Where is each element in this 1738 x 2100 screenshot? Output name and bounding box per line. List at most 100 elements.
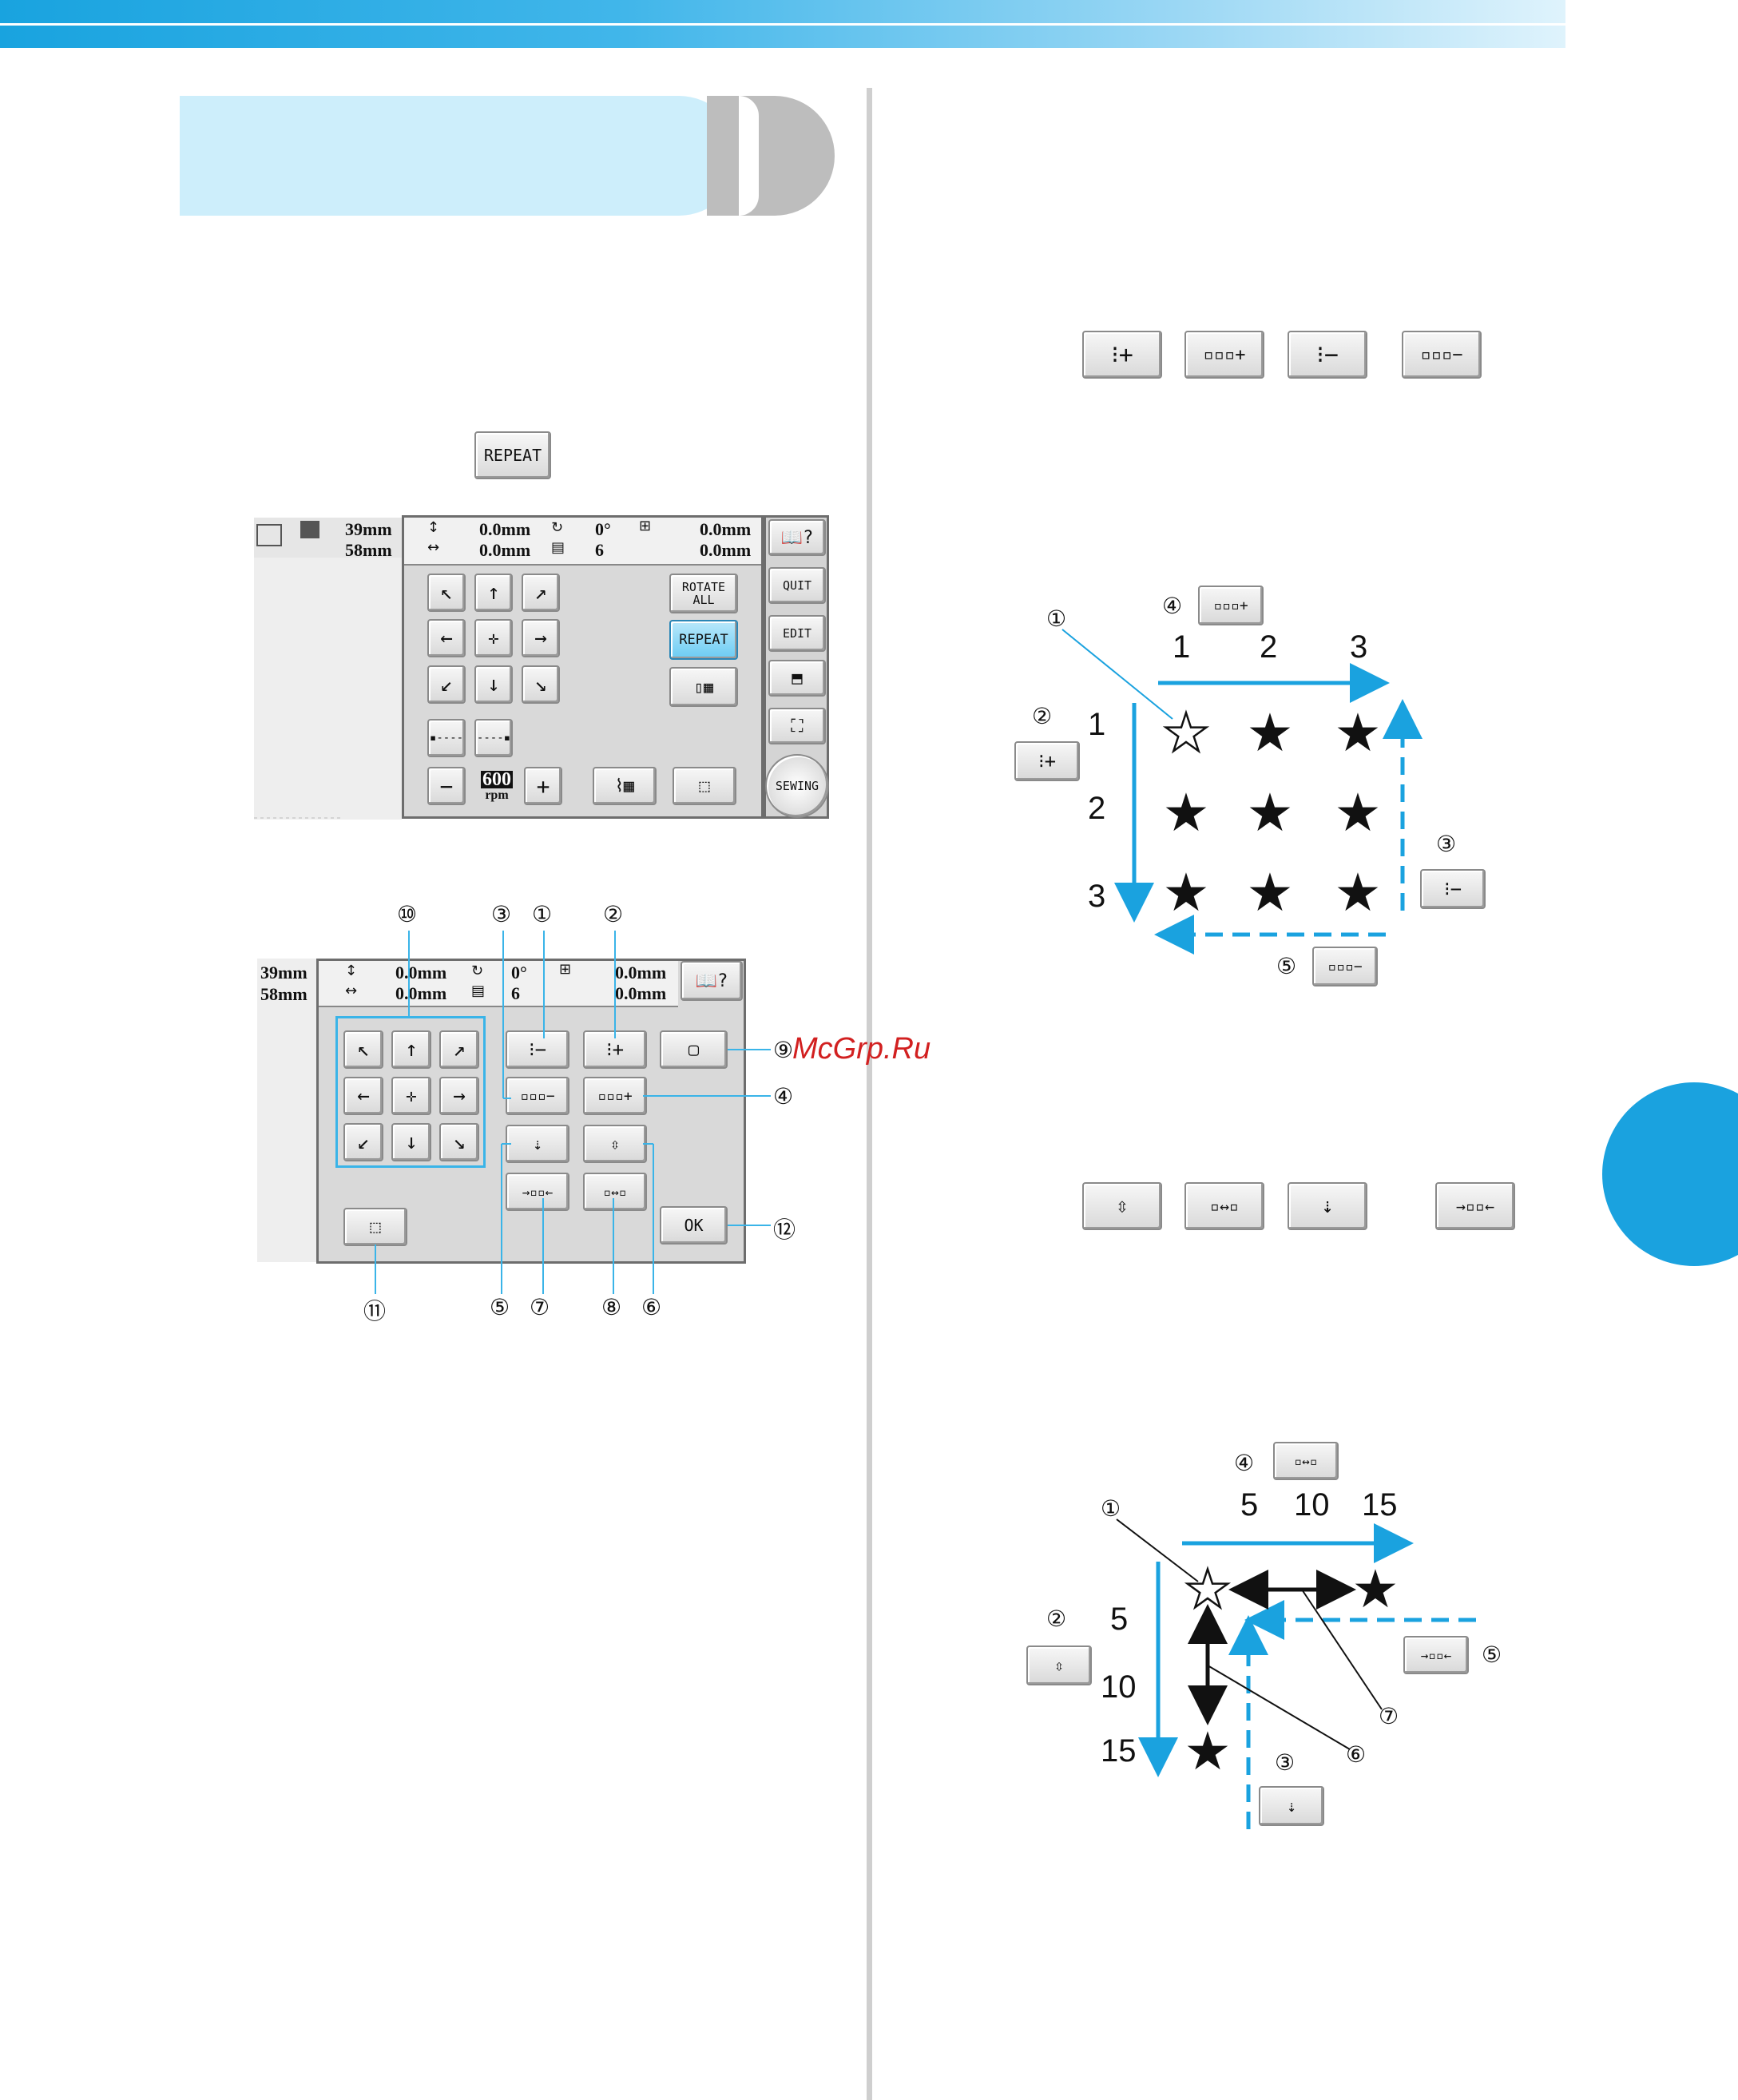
screen1-colors: 6 bbox=[595, 540, 604, 560]
svg-text:★: ★ bbox=[1184, 1558, 1231, 1620]
rotate-all-button[interactable]: ROTATE ALL bbox=[669, 574, 738, 613]
increase-vertical-spacing-button[interactable]: ⇳ bbox=[583, 1125, 647, 1163]
grid-column-add-key: ▫▫▫+ bbox=[1198, 586, 1264, 625]
screen2-up-right-button[interactable]: ↗ bbox=[439, 1030, 479, 1069]
vertical-spacing-decrease-button[interactable]: ⇣ bbox=[1288, 1182, 1367, 1230]
callout-6: ⑥ bbox=[641, 1294, 662, 1320]
screen2-center-button[interactable]: ✛ bbox=[391, 1077, 431, 1115]
center-button[interactable]: ✛ bbox=[474, 619, 513, 657]
callout-11: ⑪ bbox=[363, 1298, 387, 1324]
frame-trace-button[interactable]: ⬚ bbox=[673, 767, 736, 805]
screen2-size-height: 39mm bbox=[260, 963, 308, 983]
stitch-dotted-end-button[interactable]: ----▪ bbox=[474, 719, 513, 757]
space-col-5: 5 bbox=[1240, 1487, 1259, 1522]
vertical-spacing-increase-button[interactable]: ⇳ bbox=[1082, 1182, 1162, 1230]
move-up-left-button[interactable]: ↖ bbox=[427, 574, 466, 612]
callout-8: ⑧ bbox=[601, 1294, 622, 1320]
screen2-frame-trace-button[interactable]: ⬚ bbox=[343, 1208, 407, 1246]
arrow-keys-group bbox=[335, 1016, 486, 1168]
space-callout-2: ② bbox=[1046, 1606, 1067, 1632]
trial-button[interactable]: ⌇▦ bbox=[593, 767, 657, 805]
speed-display: 600 rpm bbox=[473, 770, 521, 803]
column-add-button[interactable]: ▫▫▫+ bbox=[1184, 331, 1264, 379]
svg-text:★: ★ bbox=[1351, 1558, 1399, 1620]
callout-5: ⑤ bbox=[490, 1294, 510, 1320]
section-title-gap bbox=[739, 96, 759, 216]
screen2-up-left-button[interactable]: ↖ bbox=[343, 1030, 383, 1069]
grid-col-1: 1 bbox=[1173, 629, 1191, 665]
screen2-down-right-button[interactable]: ↘ bbox=[439, 1123, 479, 1161]
column-divider bbox=[867, 88, 872, 2100]
decrease-vertical-spacing-button[interactable]: ⇣ bbox=[506, 1125, 569, 1163]
memory-button[interactable]: ⬒ bbox=[768, 660, 826, 697]
move-right-button[interactable]: → bbox=[522, 619, 560, 657]
grid-row-3: 3 bbox=[1088, 879, 1106, 914]
ok-button[interactable]: OK bbox=[660, 1206, 728, 1245]
grid-row-remove-key: ⁝− bbox=[1420, 869, 1486, 909]
stitch-dotted-button[interactable]: ▪---- bbox=[427, 719, 466, 757]
grid-column-remove-key: ▫▫▫− bbox=[1312, 947, 1378, 986]
screen2-pos-h: 0.0mm bbox=[395, 983, 447, 1003]
header-stripe bbox=[0, 23, 1565, 26]
screen2-right-button[interactable]: → bbox=[439, 1077, 479, 1115]
screen2-horizontal-icon: ↔ bbox=[345, 983, 358, 999]
increase-horizontal-spacing-button[interactable]: ▫↔▫ bbox=[583, 1173, 647, 1211]
repeat-button[interactable]: REPEAT bbox=[669, 620, 738, 660]
screen1-size-width: 58mm bbox=[345, 540, 392, 560]
row-remove-button[interactable]: ⁝− bbox=[1288, 331, 1367, 379]
move-down-right-button[interactable]: ↘ bbox=[522, 665, 560, 704]
grid-col-2: 2 bbox=[1260, 629, 1278, 665]
remove-column-button[interactable]: ▫▫▫− bbox=[506, 1077, 569, 1115]
speed-minus-button[interactable]: − bbox=[427, 767, 466, 805]
screen1-pos-h: 0.0mm bbox=[479, 540, 531, 560]
thread-icon: ▤ bbox=[551, 539, 565, 556]
clear-repeat-button[interactable]: ▢ bbox=[660, 1030, 728, 1069]
callout-3: ③ bbox=[491, 901, 512, 927]
screen2-info-row bbox=[319, 961, 678, 1007]
decrease-horizontal-spacing-button[interactable]: →▫▫← bbox=[506, 1173, 569, 1211]
embroidery-frame-button[interactable]: ⛶ bbox=[768, 708, 826, 744]
row-add-button[interactable]: ⁝+ bbox=[1082, 331, 1162, 379]
edit-button[interactable]: EDIT bbox=[768, 615, 826, 652]
grid-callout-3: ③ bbox=[1436, 831, 1457, 857]
space-row-15: 15 bbox=[1101, 1733, 1137, 1769]
remove-row-button[interactable]: ⁝− bbox=[506, 1030, 569, 1069]
grid-callout-2: ② bbox=[1032, 703, 1053, 729]
move-left-button[interactable]: ← bbox=[427, 619, 466, 657]
callout-2: ② bbox=[603, 901, 624, 927]
screen2-space-v: 0.0mm bbox=[615, 963, 667, 983]
screen2-left-button[interactable]: ← bbox=[343, 1077, 383, 1115]
space-callout-6: ⑥ bbox=[1346, 1741, 1367, 1768]
move-up-right-button[interactable]: ↗ bbox=[522, 574, 560, 612]
screen2-angle: 0° bbox=[511, 963, 527, 983]
section-title-tail bbox=[707, 96, 835, 216]
svg-text:★: ★ bbox=[1334, 862, 1381, 923]
horizontal-spacing-increase-button[interactable]: ▫↔▫ bbox=[1184, 1182, 1264, 1230]
horizontal-position-icon: ↔ bbox=[427, 539, 440, 556]
space-callout-3: ③ bbox=[1275, 1749, 1296, 1776]
repeat-key-button[interactable]: REPEAT bbox=[474, 431, 551, 479]
help-book-button[interactable]: 📖? bbox=[768, 519, 826, 556]
horizontal-spacing-decrease-button[interactable]: →▫▫← bbox=[1435, 1182, 1515, 1230]
column-remove-button[interactable]: ▫▫▫− bbox=[1402, 331, 1482, 379]
move-down-button[interactable]: ↓ bbox=[474, 665, 513, 704]
sewing-button[interactable]: SEWING bbox=[765, 754, 829, 818]
section-title-box bbox=[180, 96, 739, 216]
add-column-button[interactable]: ▫▫▫+ bbox=[583, 1077, 647, 1115]
screen1-pos-v: 0.0mm bbox=[479, 519, 531, 539]
screen1-angle: 0° bbox=[595, 519, 611, 539]
speed-plus-button[interactable]: + bbox=[524, 767, 562, 805]
screen2-help-button[interactable]: 📖? bbox=[681, 961, 743, 1001]
border-button[interactable]: ▯▦ bbox=[669, 667, 738, 707]
quit-button[interactable]: QUIT bbox=[768, 567, 826, 604]
screen2-down-left-button[interactable]: ↙ bbox=[343, 1123, 383, 1161]
svg-text:★: ★ bbox=[1334, 782, 1381, 844]
screen2-up-button[interactable]: ↑ bbox=[391, 1030, 431, 1069]
screen1-space-v: 0.0mm bbox=[700, 519, 752, 539]
move-down-left-button[interactable]: ↙ bbox=[427, 665, 466, 704]
screen1-space-h: 0.0mm bbox=[700, 540, 752, 560]
move-up-button[interactable]: ↑ bbox=[474, 574, 513, 612]
screen2-down-button[interactable]: ↓ bbox=[391, 1123, 431, 1161]
